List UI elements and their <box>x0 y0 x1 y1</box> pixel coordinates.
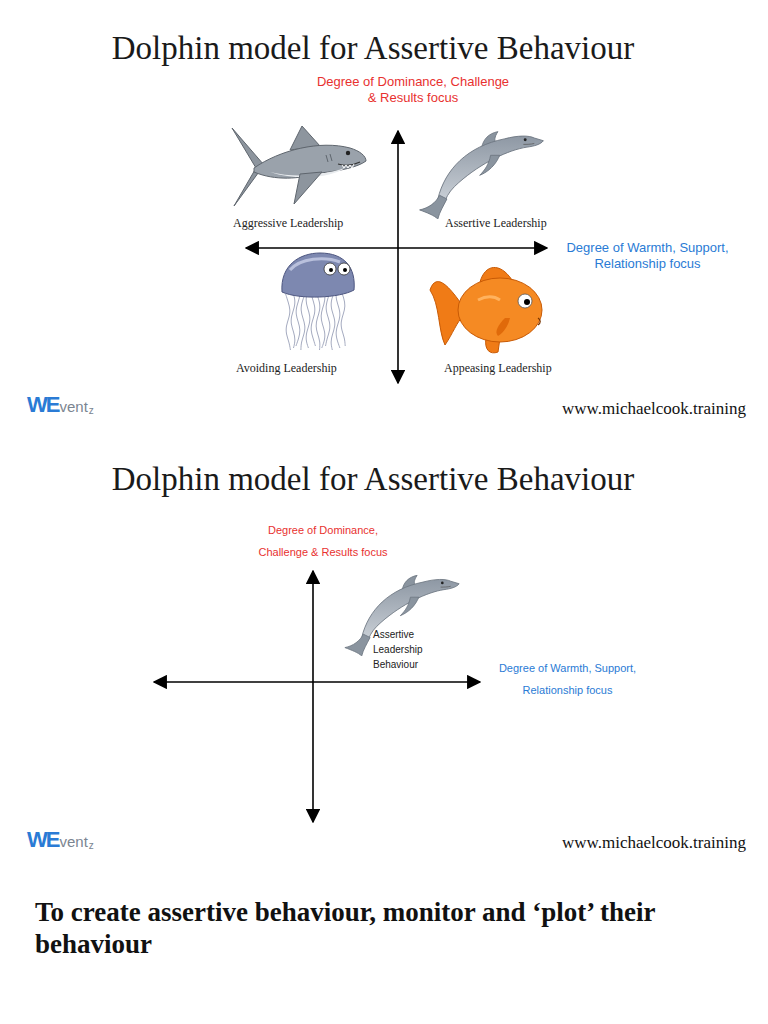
axis-label: Degree of Dominance, Challenge & Results… <box>248 519 398 563</box>
axis-label: Degree of Warmth, Support, Relationship … <box>490 657 645 701</box>
dolphin-figure <box>345 575 459 656</box>
tentacle <box>296 290 300 346</box>
url-text: www.michaelcook.training <box>562 399 746 419</box>
tentacle <box>336 292 340 348</box>
url-text: www.michaelcook.training <box>562 833 746 853</box>
slide-title: Dolphin model for Assertive Behaviour <box>33 30 713 68</box>
slide-heading: To create assertive behaviour, monitor a… <box>35 896 755 961</box>
slide-title: Dolphin model for Assertive Behaviour <box>33 461 713 499</box>
tentacle <box>306 292 310 348</box>
tentacle <box>291 292 295 348</box>
vertical-axis <box>397 131 399 383</box>
logo-text: z <box>89 840 94 852</box>
tentacle <box>286 294 291 350</box>
tentacle <box>311 290 316 346</box>
horizontal-axis <box>246 247 547 249</box>
horizontal-axis <box>154 681 480 683</box>
quadrant-label: Aggressive Leadership <box>233 217 343 231</box>
tentacle <box>321 292 325 348</box>
tentacle <box>341 290 345 346</box>
shark-figure <box>232 126 366 206</box>
vertical-axis <box>312 571 314 822</box>
logo-text: vent <box>59 398 87 415</box>
dolphin-figure <box>420 132 544 219</box>
tentacle <box>301 294 305 350</box>
axis-label: Degree of Dominance, Challenge & Results… <box>313 74 513 107</box>
logo-text: vent <box>59 833 87 850</box>
tentacle <box>326 290 331 346</box>
tentacle <box>316 294 320 350</box>
quadrant-label: Assertive Leadership Behaviour <box>373 627 463 672</box>
logo-text: WE <box>27 827 58 852</box>
logo-text: WE <box>27 392 58 417</box>
goldfish-figure <box>430 267 542 352</box>
tentacle <box>331 294 335 350</box>
quadrant-label: Assertive Leadership <box>445 217 547 231</box>
quadrant-label: Avoiding Leadership <box>236 362 337 376</box>
jellyfish-figure <box>282 253 354 350</box>
axis-label: Degree of Warmth, Support, Relationship … <box>555 240 740 273</box>
quadrant-label: Appeasing Leadership <box>444 362 552 376</box>
logo-text: z <box>89 405 94 417</box>
